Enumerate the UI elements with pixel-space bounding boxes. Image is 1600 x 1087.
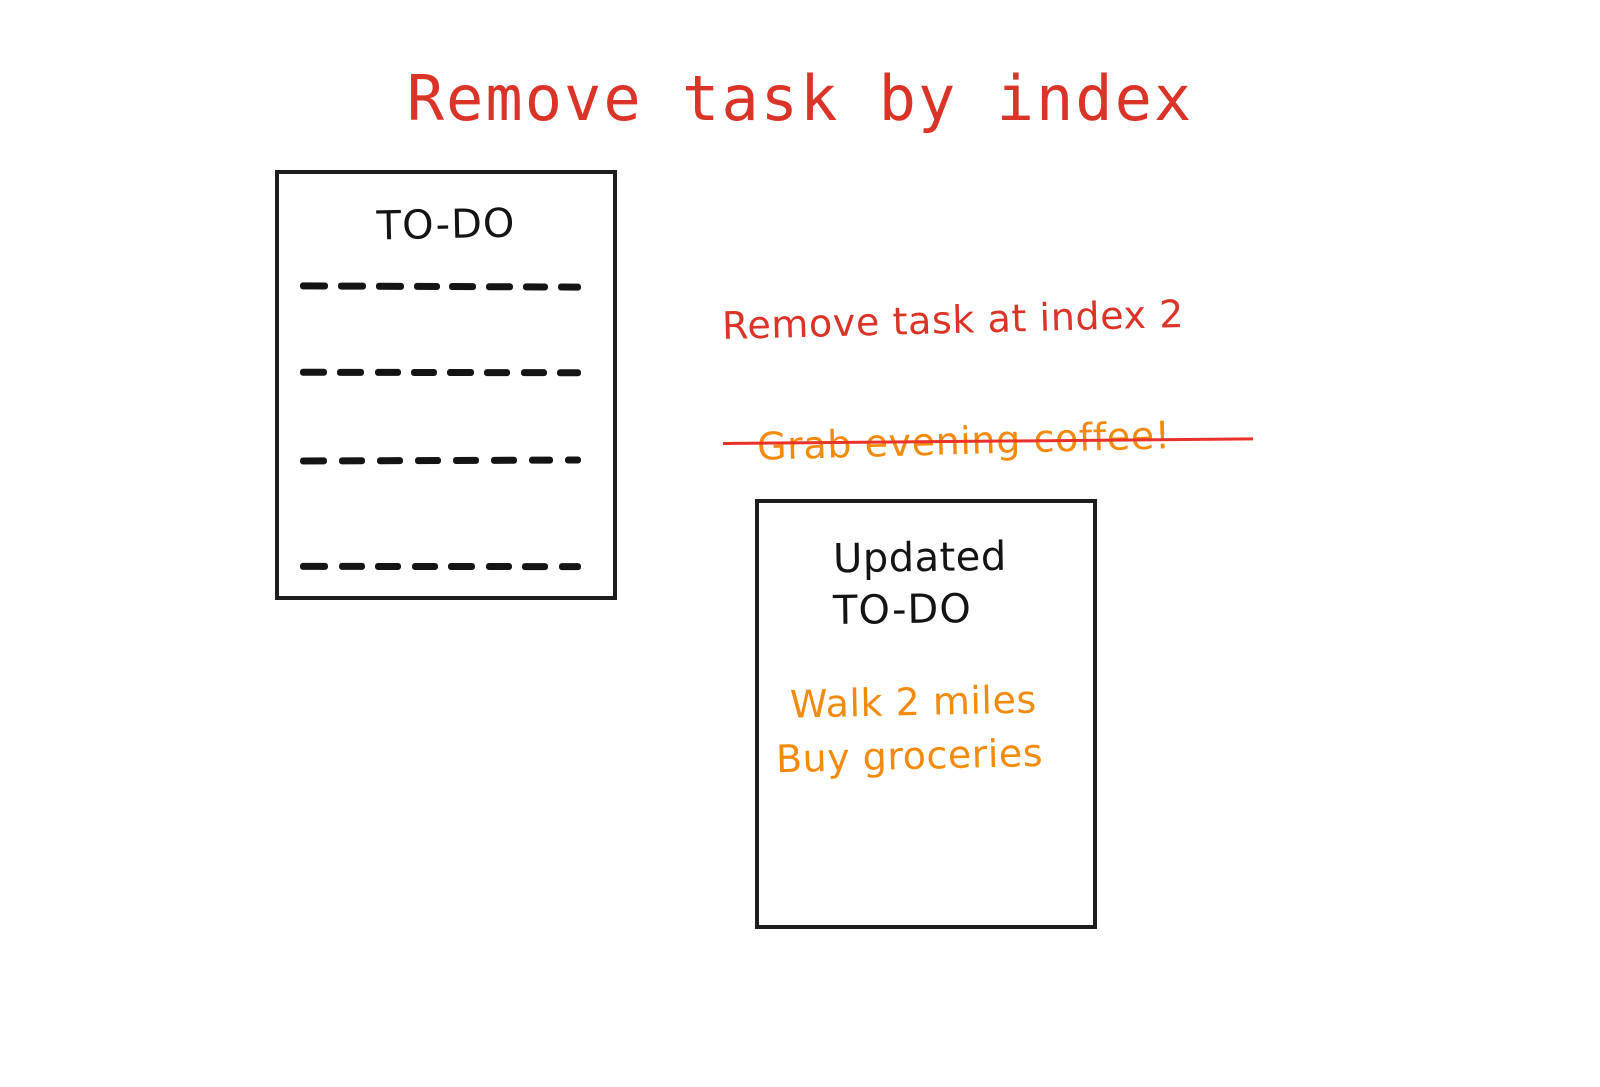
dash-segment: [490, 456, 518, 464]
blank-line-1: [299, 282, 581, 291]
updated-todo-heading-line1: Updated: [832, 533, 1008, 583]
dash-segment: [556, 369, 581, 377]
dash-segment: [486, 283, 514, 291]
dash-segment: [410, 368, 437, 376]
dash-segment: [299, 282, 329, 290]
dash-segment: [557, 283, 581, 291]
dash-segment: [413, 282, 440, 290]
removed-task-group: Grab evening coffee!: [715, 413, 1255, 477]
dash-segment: [376, 457, 404, 465]
dash-segment: [528, 456, 554, 464]
dash-segment: [522, 563, 549, 571]
dash-segment: [299, 562, 329, 570]
updated-todo-card: [755, 499, 1097, 929]
dash-segment: [375, 562, 402, 570]
dash-segment: [564, 456, 582, 464]
dash-segment: [449, 283, 477, 291]
dash-segment: [484, 369, 511, 377]
dash-segment: [452, 456, 480, 464]
blank-line-3: [299, 456, 582, 465]
dash-segment: [337, 368, 365, 376]
dash-segment: [411, 562, 438, 570]
dash-segment: [299, 457, 328, 465]
remove-index-annotation: Remove task at index 2: [721, 291, 1185, 349]
blank-line-2: [299, 368, 581, 377]
dash-segment: [520, 369, 547, 377]
dash-segment: [448, 563, 476, 571]
original-todo-card: [275, 170, 617, 600]
dash-segment: [337, 282, 366, 290]
dash-segment: [338, 457, 366, 465]
page-title: Remove task by index: [406, 62, 1194, 135]
dash-segment: [447, 369, 475, 377]
updated-todo-heading-line2: TO-DO: [832, 586, 973, 634]
dash-segment: [485, 563, 512, 571]
updated-task-item-1: Walk 2 miles: [789, 677, 1038, 727]
dash-segment: [523, 283, 549, 291]
dash-segment: [299, 368, 328, 376]
blank-line-4: [299, 562, 581, 571]
dash-segment: [374, 368, 401, 376]
dash-segment: [558, 563, 581, 571]
dash-segment: [414, 456, 442, 465]
updated-task-item-2: Buy groceries: [775, 730, 1044, 782]
dash-segment: [338, 562, 365, 570]
original-todo-heading: TO-DO: [376, 200, 516, 250]
dash-segment: [375, 282, 404, 290]
